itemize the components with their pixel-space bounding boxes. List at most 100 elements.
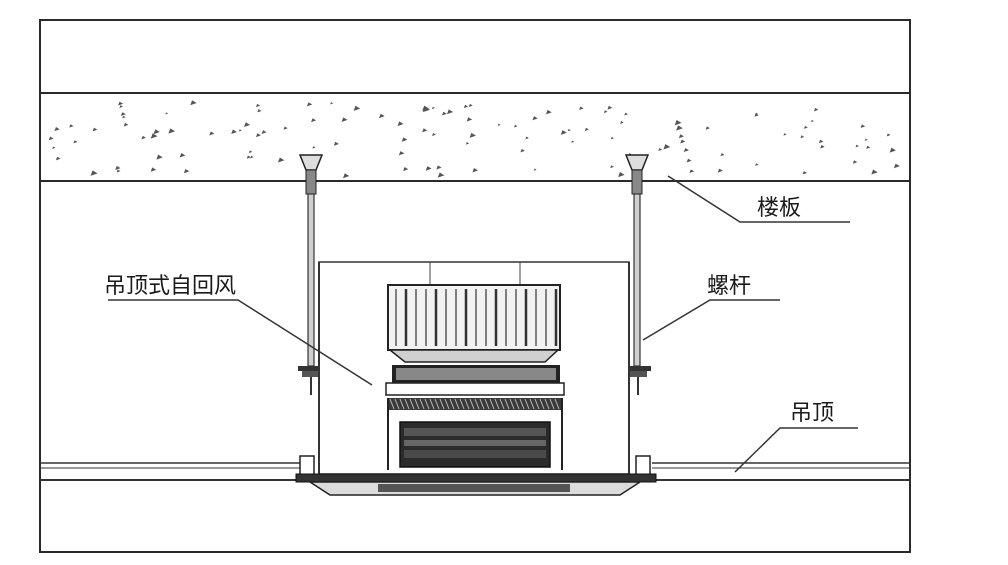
aggregate-speck — [90, 170, 98, 176]
coil-fin — [444, 398, 450, 410]
ceiling-unit-label: 吊顶式自回风 — [104, 274, 236, 299]
aggregate-speck — [432, 132, 436, 137]
aggregate-speck — [150, 133, 158, 139]
coil-fin — [484, 398, 490, 410]
aggregate-speck — [190, 100, 197, 106]
aggregate-speck — [238, 129, 242, 132]
aggregate-speck — [255, 133, 261, 138]
aggregate-speck — [52, 146, 56, 149]
floor-slab-label: 楼板 — [757, 196, 801, 221]
leader-threaded-rod — [642, 299, 780, 341]
aggregate-speck — [168, 128, 176, 134]
aggregate-speck — [277, 157, 285, 163]
aggregate-speck — [333, 141, 339, 146]
aggregate-speck — [620, 121, 624, 124]
aggregate-speck — [343, 173, 350, 179]
aggregate-speck — [683, 148, 689, 153]
heat-exchanger-coil — [385, 365, 565, 470]
aggregate-speck — [122, 115, 126, 119]
leader-lines — [108, 175, 858, 473]
aggregate-speck — [425, 166, 432, 171]
aggregate-speck — [73, 140, 78, 144]
left-threaded-rod — [298, 154, 324, 395]
coil-fin — [479, 398, 485, 410]
aggregate-speck — [446, 109, 454, 115]
fan-blower — [387, 262, 561, 363]
aggregate-speck — [463, 104, 469, 109]
coil-fin — [424, 398, 430, 410]
decorative-panel — [295, 473, 657, 496]
aggregate-speck — [890, 149, 895, 153]
aggregate-speck — [468, 103, 473, 108]
ceiling-cassette-unit — [295, 261, 657, 496]
aggregate-speck — [283, 126, 288, 130]
aggregate-speck — [818, 139, 824, 144]
aggregate-speck — [803, 125, 808, 129]
coil-fin — [419, 398, 425, 410]
aggregate-speck — [431, 106, 435, 110]
aggregate-speck — [514, 124, 518, 128]
aggregate-speck — [92, 127, 98, 132]
coil-fin — [449, 398, 455, 410]
aggregate-speck — [705, 126, 710, 130]
aggregate-speck — [422, 128, 428, 133]
aggregate-speck — [860, 124, 866, 129]
coil-fin — [389, 398, 395, 410]
aggregate-speck — [754, 113, 759, 117]
aggregate-speck — [802, 171, 807, 175]
aggregate-speck — [658, 147, 663, 152]
aggregate-speck — [607, 105, 613, 110]
coil-fin — [534, 398, 540, 410]
coil-fin — [409, 398, 415, 410]
aggregate-speck — [610, 165, 614, 169]
aggregate-speck — [248, 150, 253, 154]
coil-fin — [429, 398, 435, 410]
suspended-ceiling-label: 吊顶 — [790, 401, 834, 426]
aggregate-speck — [886, 133, 891, 137]
aggregate-speck — [165, 112, 169, 115]
coil-fin — [554, 398, 560, 410]
aggregate-speck — [680, 139, 686, 144]
aggregate-speck — [717, 168, 723, 173]
aggregate-speck — [353, 105, 361, 111]
aggregate-speck — [676, 125, 683, 131]
aggregate-speck — [755, 163, 759, 166]
aggregate-speck — [379, 113, 385, 119]
aggregate-speck — [520, 148, 525, 153]
coil-fin — [454, 398, 460, 410]
aggregate-speck — [150, 167, 157, 172]
aggregate-speck — [579, 106, 584, 111]
coil-fin — [494, 398, 500, 410]
aggregate-speck — [813, 107, 819, 112]
aggregate-speck — [69, 124, 74, 128]
aggregate-speck — [855, 144, 859, 148]
aggregate-speck — [533, 168, 537, 171]
aggregate-speck — [810, 119, 814, 123]
aggregate-speck — [231, 129, 237, 134]
aggregate-speck — [257, 109, 262, 113]
aggregate-speck — [567, 128, 571, 132]
coil-fin — [544, 398, 550, 410]
aggregate-speck — [397, 121, 404, 127]
aggregate-speck — [330, 102, 334, 105]
aggregate-speck — [603, 110, 608, 114]
aggregate-speck — [893, 163, 900, 169]
aggregate-speck — [118, 101, 124, 106]
aggregate-speck — [441, 111, 447, 116]
aggregate-speck — [403, 167, 409, 172]
aggregate-speck — [866, 145, 871, 149]
aggregate-speck — [545, 109, 552, 115]
aggregate-speck — [244, 122, 251, 128]
coil-fin — [434, 398, 440, 410]
aggregate-speck — [183, 169, 190, 174]
leader-suspended-ceiling — [734, 427, 858, 473]
aggregate-speck — [532, 116, 538, 121]
aggregate-speck — [116, 169, 121, 173]
aggregate-speck — [422, 105, 430, 112]
aggregate-speck — [179, 153, 186, 158]
aggregate-speck — [436, 165, 442, 170]
aggregate-speck — [571, 140, 575, 143]
coil-fin — [549, 398, 555, 410]
aggregate-speck — [123, 122, 129, 127]
aggregate-speck — [820, 144, 825, 149]
